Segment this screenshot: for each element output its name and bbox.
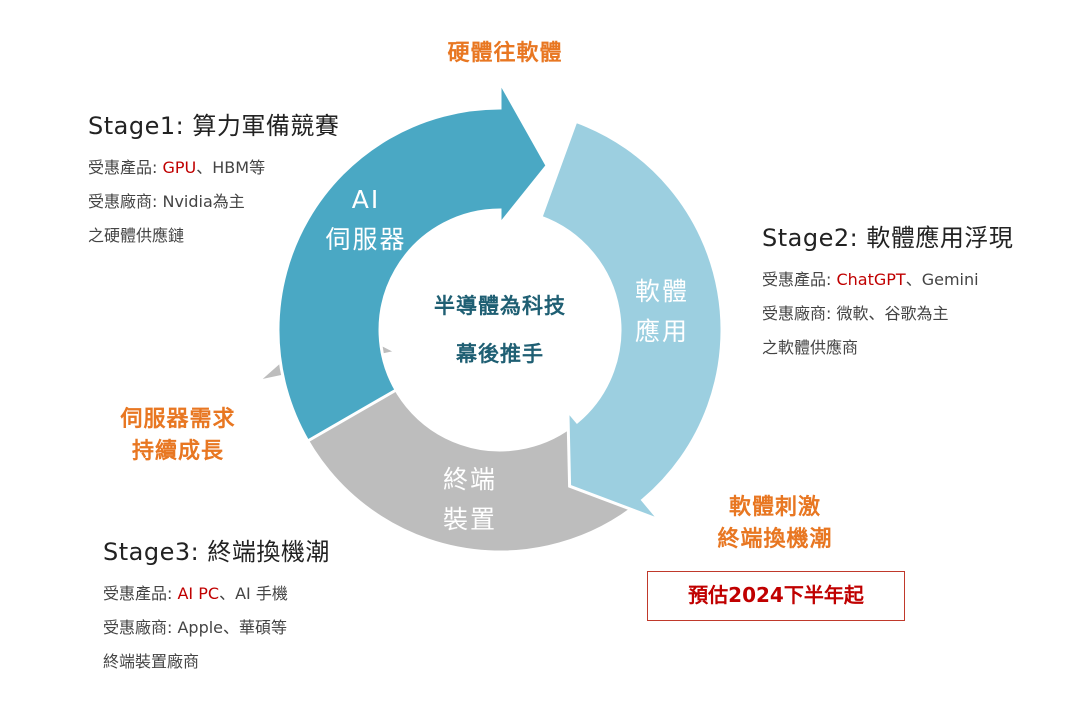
software-arc-arrow: [539, 119, 724, 524]
stage3-block: Stage3: 終端換機潮 受惠產品: AI PC、AI 手機 受惠廠商: Ap…: [103, 532, 330, 679]
stage2-product-rest: 、Gemini: [905, 270, 979, 289]
server-segment-label: AI 伺服器: [306, 180, 426, 260]
stage3-product-rest: 、AI 手機: [219, 584, 288, 603]
right-transition-label: 軟體刺激 終端換機潮: [690, 492, 860, 556]
stage1-vendor-line1: 受惠廠商: Nvidia為主: [88, 192, 245, 211]
stage2-info: 受惠產品: ChatGPT、Gemini 受惠廠商: 微軟、谷歌為主 之軟體供應…: [762, 263, 1013, 365]
stage1-product-line: 受惠產品: GPU、HBM等: [88, 151, 339, 185]
left-transition-label: 伺服器需求 持續成長: [96, 404, 260, 468]
stage2-block: Stage2: 軟體應用浮現 受惠產品: ChatGPT、Gemini 受惠廠商…: [762, 218, 1013, 365]
stage3-title: Stage3: 終端換機潮: [103, 538, 330, 566]
stage1-vendor-line2: 之硬體供應鏈: [88, 226, 185, 245]
software-label-line2: 應用: [634, 317, 689, 346]
stage1-title: Stage1: 算力軍備競賽: [88, 112, 340, 140]
server-label-line2: 伺服器: [325, 225, 407, 254]
top-label: 硬體往軟體: [447, 41, 563, 66]
stage2-product-highlight: ChatGPT: [836, 270, 906, 289]
stage1-info: 受惠產品: GPU、HBM等 受惠廠商: Nvidia為主 之硬體供應鏈: [88, 151, 339, 253]
stage1-product-prefix: 受惠產品:: [88, 158, 163, 177]
right-label-line1: 軟體刺激: [728, 495, 821, 520]
stage3-vendor-line1: 受惠廠商: Apple、華碩等: [103, 618, 288, 637]
stage2-vendor-line2: 之軟體供應商: [762, 338, 859, 357]
center-line2: 幕後推手: [456, 342, 544, 366]
server-label-line1: AI: [351, 185, 381, 214]
device-segment-label: 終端 裝置: [420, 460, 520, 540]
stage2-product-prefix: 受惠產品:: [762, 270, 837, 289]
stage3-info: 受惠產品: AI PC、AI 手機 受惠廠商: Apple、華碩等 終端裝置廠商: [103, 577, 330, 679]
stage1-product-rest: 、HBM等: [196, 158, 266, 177]
center-label: 半導體為科技 幕後推手: [400, 282, 600, 378]
stage2-product-line: 受惠產品: ChatGPT、Gemini: [762, 263, 1013, 297]
device-label-line1: 終端: [442, 465, 497, 494]
left-label-line2: 持續成長: [131, 439, 224, 464]
device-label-line2: 裝置: [442, 505, 497, 534]
software-label-line1: 軟體: [634, 277, 689, 306]
center-line1: 半導體為科技: [434, 294, 566, 318]
stage2-title: Stage2: 軟體應用浮現: [762, 224, 1014, 252]
stage1-product-highlight: GPU: [162, 158, 197, 177]
software-segment-label: 軟體 應用: [612, 272, 712, 352]
stage2-vendor-line1: 受惠廠商: 微軟、谷歌為主: [762, 304, 949, 323]
left-label-line1: 伺服器需求: [120, 407, 236, 432]
stage1-block: Stage1: 算力軍備競賽 受惠產品: GPU、HBM等 受惠廠商: Nvid…: [88, 106, 339, 253]
timeline-badge: 預估2024下半年起: [647, 571, 905, 621]
stage3-product-highlight: AI PC: [177, 584, 220, 603]
right-label-line2: 終端換機潮: [717, 527, 833, 552]
stage3-product-prefix: 受惠產品:: [103, 584, 178, 603]
server-arc-arrow: [276, 76, 549, 444]
stage3-vendor-line2: 終端裝置廠商: [103, 652, 200, 671]
stage3-product-line: 受惠產品: AI PC、AI 手機: [103, 577, 330, 611]
